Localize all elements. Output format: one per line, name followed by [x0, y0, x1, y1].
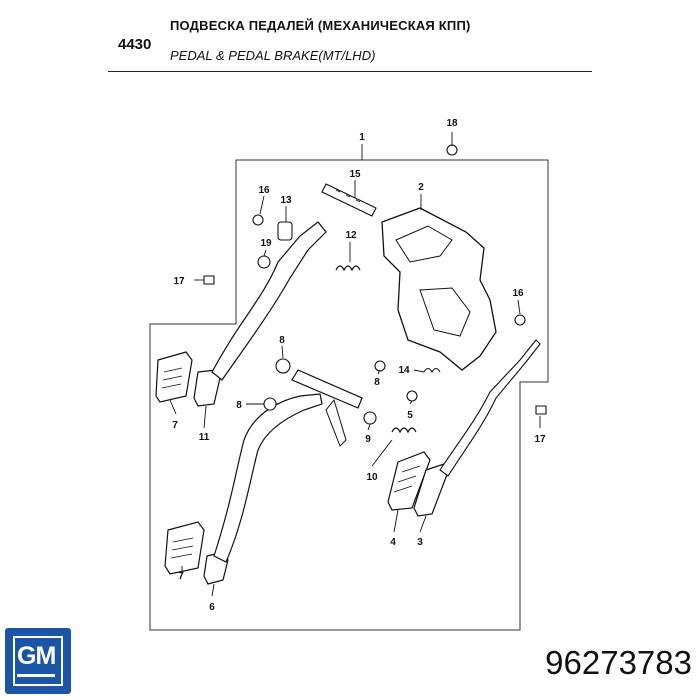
callout-7-upper: 7: [172, 420, 178, 431]
callout-17-left: 17: [173, 276, 185, 287]
pivot-shaft-link: [325, 398, 347, 447]
callout-12: 12: [345, 230, 357, 241]
brake-pedal-arm: [213, 393, 323, 563]
callout-4: 4: [390, 537, 396, 548]
assembly-frame: [149, 159, 549, 631]
callout-9: 9: [365, 434, 371, 445]
gm-logo: GM: [5, 628, 71, 694]
bolt-17-left: [203, 275, 215, 285]
section-code: 4430: [118, 36, 152, 53]
bushing-8-upper: [275, 358, 291, 374]
title-english: PEDAL & PEDAL BRAKE(MT/LHD): [170, 48, 376, 63]
callout-3: 3: [417, 537, 423, 548]
part-number: 96273783: [545, 644, 692, 681]
callout-13: 13: [280, 195, 292, 206]
callout-5: 5: [407, 410, 413, 421]
header-divider: [108, 71, 592, 72]
bushing-8-right: [374, 360, 386, 372]
nut-16-right: [514, 314, 526, 326]
callout-6: 6: [209, 602, 215, 613]
return-spring-12: [335, 265, 361, 272]
callout-8-upper: 8: [279, 335, 285, 346]
accelerator-pedal-arm: [439, 339, 541, 477]
callout-18: 18: [446, 118, 458, 129]
callout-1: 1: [359, 132, 365, 143]
bushing-9: [363, 411, 377, 425]
bushing-8-left: [263, 397, 277, 411]
clutch-pedal-arm: [211, 221, 327, 381]
callout-11: 11: [199, 432, 210, 443]
return-spring-10: [391, 427, 417, 434]
pedal-pad-upper: [155, 351, 193, 403]
callout-10: 10: [366, 472, 378, 483]
gm-logo-text: GM: [17, 642, 56, 670]
callout-15: 15: [349, 169, 361, 180]
spring-14: [423, 367, 441, 374]
callout-2: 2: [418, 182, 424, 193]
callout-8-left: 8: [236, 400, 242, 411]
spacer: [277, 221, 293, 241]
bolt-17-right: [535, 405, 547, 415]
callout-8-right: 8: [374, 377, 380, 388]
pivot-shaft: [291, 369, 363, 409]
bushing-5: [406, 390, 418, 402]
pedal-pad-lower: [164, 521, 205, 575]
nut-16-upper: [252, 214, 264, 226]
leader-lines: [169, 132, 541, 597]
callout-17-right: 17: [534, 434, 546, 445]
callout-14: 14: [398, 365, 410, 376]
callout-16-right: 16: [512, 288, 524, 299]
title-russian: ПОДВЕСКА ПЕДАЛЕЙ (МЕХАНИЧЕСКАЯ КПП): [170, 18, 471, 33]
callout-19: 19: [260, 238, 272, 249]
bushing-19: [257, 255, 271, 269]
pivot-bolt: [321, 183, 377, 217]
callout-7-lower: 7: [178, 571, 184, 582]
nut-18: [446, 144, 458, 156]
callout-16-upper: 16: [258, 185, 270, 196]
